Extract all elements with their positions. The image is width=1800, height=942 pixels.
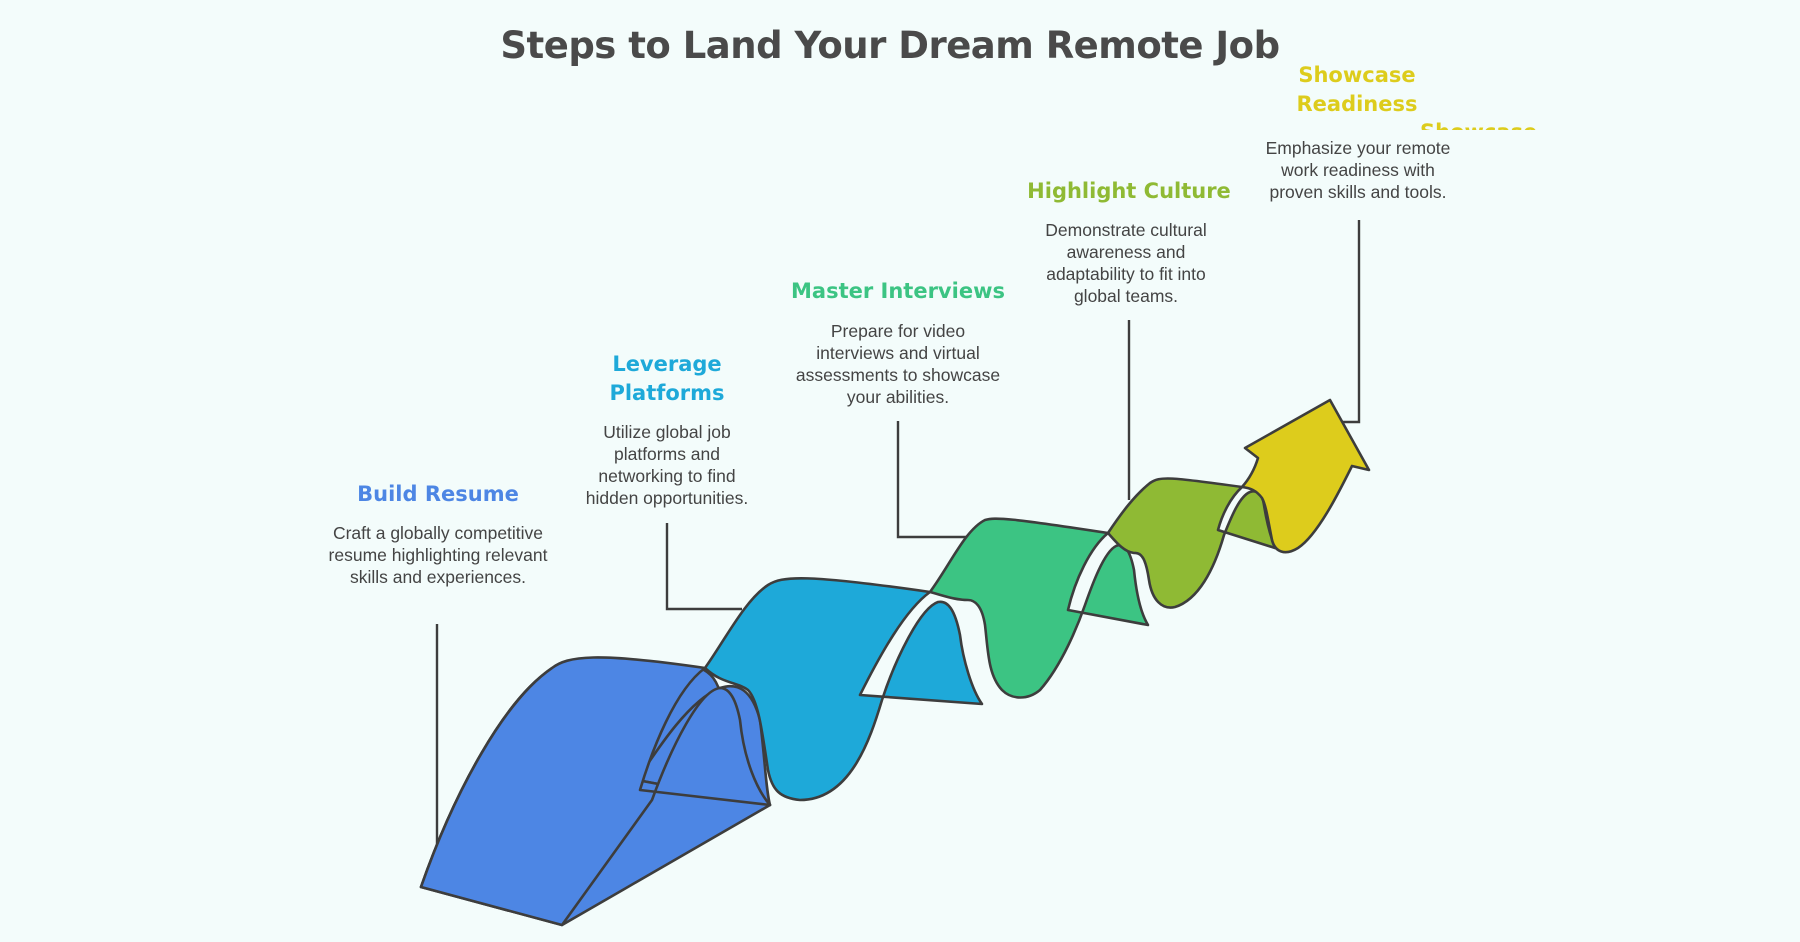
connector-line-showcase-readiness (1340, 220, 1361, 424)
ribbon-segment-build-resume-main (419, 656, 772, 927)
step-desc-master-interviews: Prepare for video interviews and virtual… (795, 321, 1001, 407)
step-title-highlight-culture: Highlight Culture (1027, 179, 1231, 203)
step-desc-showcase-readiness: Emphasize your remote work readiness wit… (1265, 138, 1451, 202)
step-desc-highlight-culture: Demonstrate cultural awareness and adapt… (1045, 220, 1207, 306)
ribbon-segment-leverage-platforms (703, 576, 984, 802)
ribbon-steps (419, 398, 1371, 927)
connector-lines (435, 220, 1361, 845)
ghost-title-fragment: Showcase (1420, 110, 1580, 130)
connector-line-master-interviews (896, 421, 968, 539)
ribbon-segment-showcase-readiness (1240, 398, 1371, 554)
step-title-master-interviews: Master Interviews (791, 279, 1005, 303)
ribbon-segment-highlight-culture (1106, 477, 1277, 609)
ribbon-segment-master-interviews (928, 517, 1150, 699)
step-title-leverage-platforms: Leverage Platforms (609, 352, 725, 405)
step-title-build-resume: Build Resume (357, 482, 519, 506)
step-desc-leverage-platforms: Utilize global job platforms and network… (585, 422, 749, 508)
step-title-showcase-readiness: Showcase Readiness (1296, 63, 1418, 116)
step-desc-build-resume: Craft a globally competitive resume high… (328, 523, 548, 587)
connector-line-leverage-platforms (665, 523, 742, 611)
diagram-title: Steps to Land Your Dream Remote Job (500, 24, 1280, 67)
